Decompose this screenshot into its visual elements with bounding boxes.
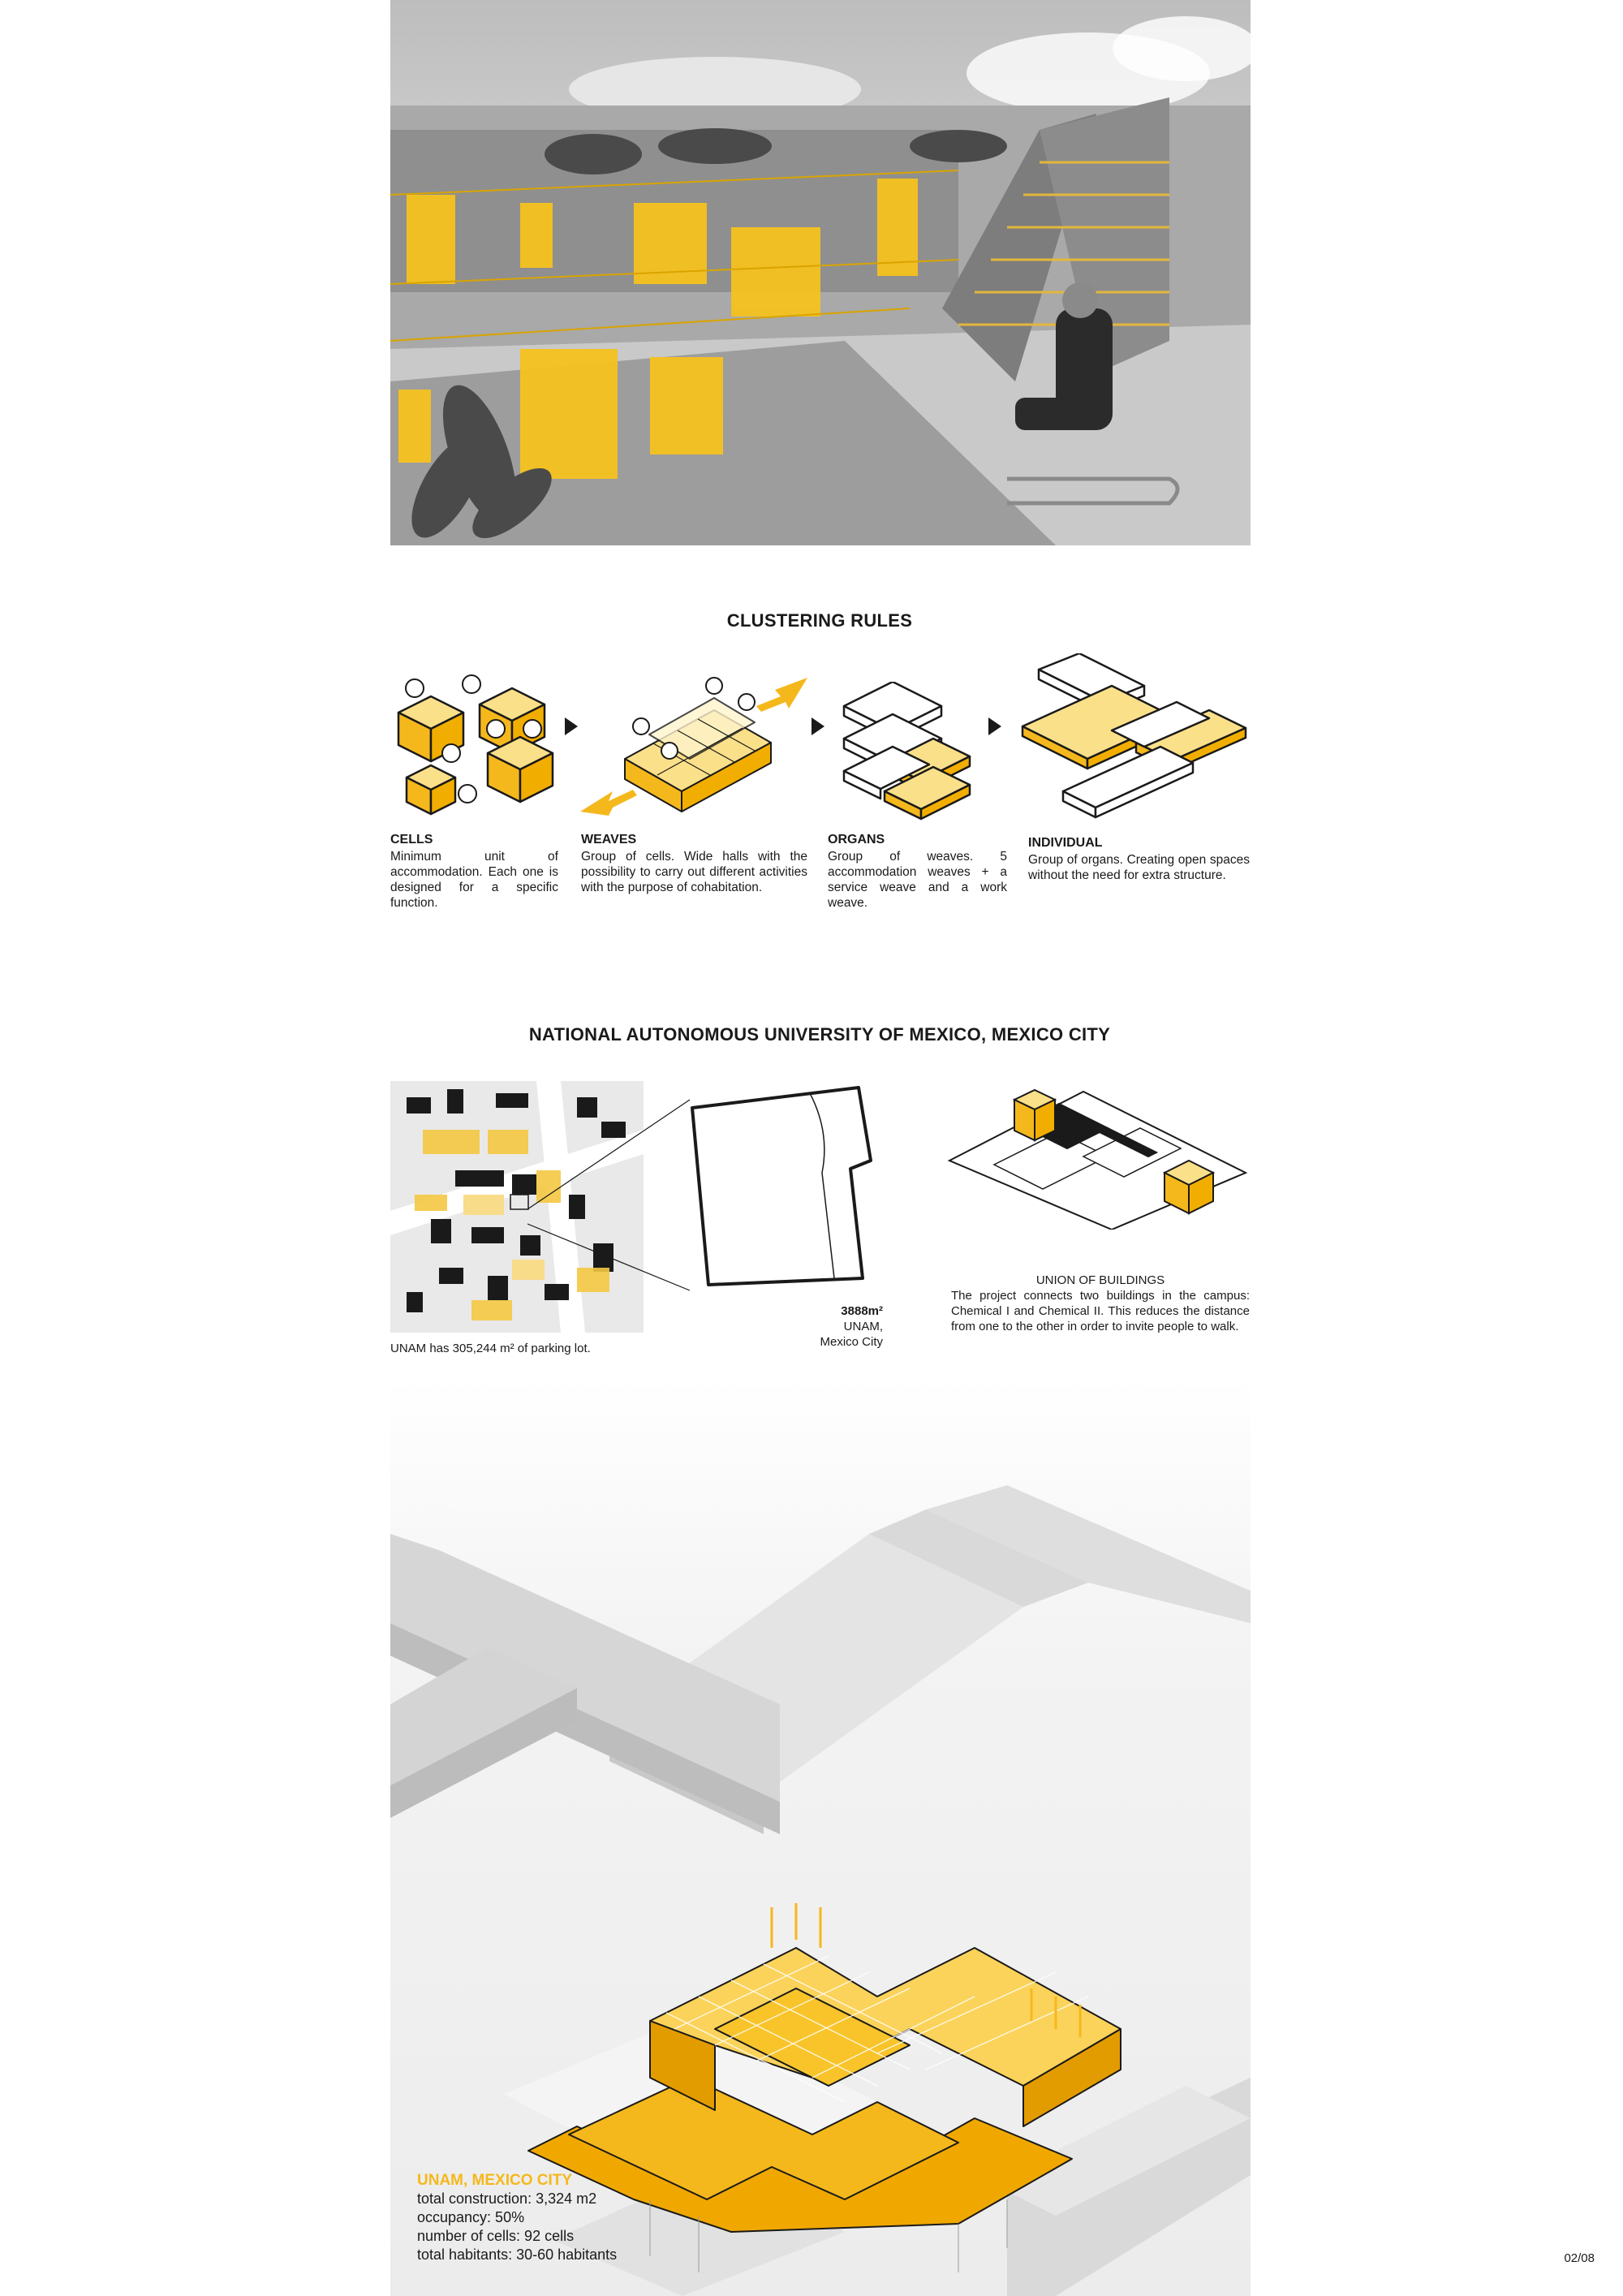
cells-diagram bbox=[390, 672, 569, 818]
site-title: NATIONAL AUTONOMOUS UNIVERSITY OF MEXICO… bbox=[528, 1024, 1111, 1045]
step-individual: INDIVIDUAL Group of organs. Creating ope… bbox=[1028, 836, 1250, 883]
page-number: 02/08 bbox=[1564, 2251, 1595, 2265]
area-info: 3888m² UNAM, Mexico City bbox=[779, 1303, 883, 1350]
union-text: The project connects two buildings in th… bbox=[951, 1289, 1250, 1333]
clustering-title: CLUSTERING RULES bbox=[726, 610, 913, 631]
step-individual-text: Group of organs. Creating open spaces wi… bbox=[1028, 853, 1250, 882]
parcel-outline bbox=[688, 1083, 883, 1286]
step-cells-text: Minimum unit of accommodation. Each one … bbox=[390, 850, 558, 910]
weaves-diagram bbox=[576, 670, 812, 820]
step-cells-title: CELLS bbox=[390, 833, 433, 846]
project-info: UNAM, MEXICO CITY total construction: 3,… bbox=[417, 2172, 709, 2264]
step-organs: ORGANS Group of weaves. 5 accommodation … bbox=[828, 833, 1007, 911]
step-weaves: WEAVES Group of cells. Wide halls with t… bbox=[581, 833, 807, 895]
area-place: UNAM, bbox=[843, 1320, 883, 1333]
project-line-occupancy: occupancy: 50% bbox=[417, 2209, 525, 2225]
union-diagram bbox=[945, 1075, 1250, 1230]
individual-diagram bbox=[1014, 653, 1250, 824]
step-individual-title: INDIVIDUAL bbox=[1028, 836, 1103, 850]
hero-render bbox=[390, 0, 1251, 545]
arrow-1-icon bbox=[565, 717, 578, 735]
map-caption: UNAM has 305,244 m² of parking lot. bbox=[390, 1342, 591, 1355]
axonometric-render bbox=[390, 1380, 1251, 2296]
area-value: 3888m² bbox=[841, 1304, 883, 1318]
area-city: Mexico City bbox=[820, 1335, 883, 1349]
step-organs-text: Group of weaves. 5 accommodation weaves … bbox=[828, 850, 1007, 910]
step-cells: CELLS Minimum unit of accommodation. Eac… bbox=[390, 833, 558, 911]
zoom-lines bbox=[527, 1099, 691, 1291]
step-weaves-text: Group of cells. Wide halls with the poss… bbox=[581, 850, 807, 894]
organs-diagram bbox=[836, 682, 982, 824]
project-line-construction: total construction: 3,324 m2 bbox=[417, 2190, 597, 2207]
project-title: UNAM, MEXICO CITY bbox=[417, 2172, 573, 2189]
union-title: UNION OF BUILDINGS bbox=[1035, 1273, 1165, 1287]
step-organs-title: ORGANS bbox=[828, 833, 885, 846]
arrow-2-icon bbox=[812, 717, 824, 735]
project-line-habitants: total habitants: 30-60 habitants bbox=[417, 2246, 618, 2263]
step-weaves-title: WEAVES bbox=[581, 833, 637, 846]
project-line-cells: number of cells: 92 cells bbox=[417, 2228, 575, 2244]
arrow-3-icon bbox=[988, 717, 1001, 735]
